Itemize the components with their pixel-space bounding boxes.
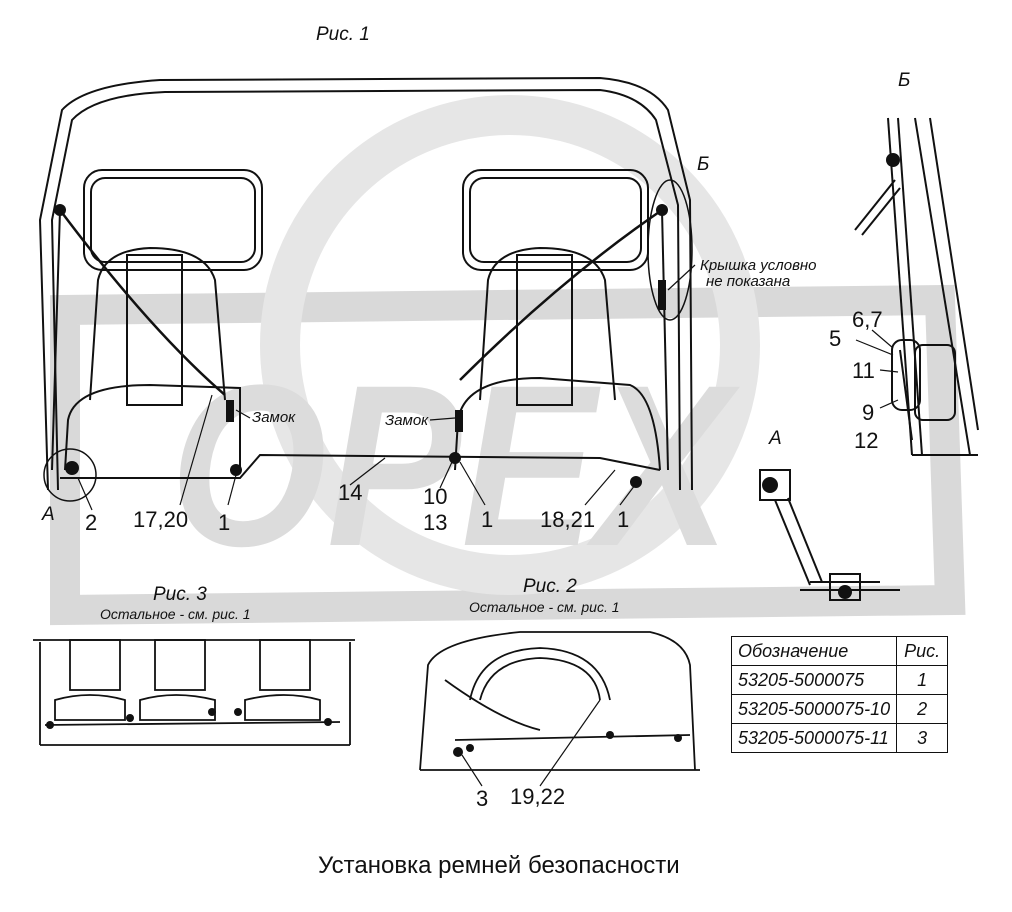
callout-1a: 1 bbox=[218, 510, 231, 535]
view-a-label-detail: А bbox=[769, 428, 782, 449]
callout-17-20: 17,20 bbox=[133, 507, 189, 532]
fig1-cab bbox=[38, 76, 693, 491]
fig1-detail-circles bbox=[43, 179, 693, 502]
view-b-label-fig1: Б bbox=[697, 154, 710, 175]
callout-2: 2 bbox=[85, 510, 98, 535]
detail-b-leaders bbox=[855, 329, 899, 409]
fig1-anchors bbox=[54, 204, 668, 488]
spec-cell-designation: 53205-5000075-11 bbox=[730, 723, 898, 753]
fig2-subtitle: Остальное - см. рис. 1 bbox=[469, 599, 620, 615]
detail-a-anchors bbox=[762, 477, 852, 599]
fig3-cab bbox=[33, 639, 355, 746]
fig3-title: Рис. 3 bbox=[153, 584, 207, 605]
spec-cell-designation: 53205-5000075 bbox=[730, 665, 898, 695]
spec-header-designation: Обозначение bbox=[730, 636, 898, 666]
callout-10: 10 bbox=[423, 484, 448, 509]
table-row: 53205-5000075-11 3 bbox=[730, 723, 949, 753]
fig1-title: Рис. 1 bbox=[316, 24, 370, 45]
callout-3: 3 bbox=[476, 786, 489, 811]
callout-6-7: 6,7 bbox=[852, 307, 883, 332]
callout-13: 13 bbox=[423, 510, 448, 535]
fig2-leaders bbox=[461, 699, 601, 787]
callout-19-22: 19,22 bbox=[510, 784, 566, 809]
cover-note: Крышка условно не показана bbox=[700, 258, 817, 290]
spec-table-header: Обозначение Рис. bbox=[730, 636, 949, 666]
callout-5: 5 bbox=[829, 326, 842, 351]
callout-14: 14 bbox=[338, 480, 363, 505]
view-b-label-detail: Б bbox=[898, 70, 911, 91]
fig3-subtitle: Остальное - см. рис. 1 bbox=[100, 606, 251, 622]
spec-cell-designation: 53205-5000075-10 bbox=[730, 694, 898, 724]
spec-cell-fig: 2 bbox=[896, 694, 949, 724]
detail-b-anchor bbox=[886, 153, 900, 167]
spec-header-fig: Рис. bbox=[896, 636, 949, 666]
spec-table: Обозначение Рис. 53205-5000075 1 53205-5… bbox=[730, 636, 949, 753]
spec-cell-fig: 3 bbox=[896, 723, 949, 753]
cover-note-line2: не показана bbox=[706, 273, 791, 290]
detail-b bbox=[854, 117, 979, 456]
callout-1c: 1 bbox=[617, 507, 630, 532]
watermark bbox=[50, 95, 966, 626]
fig2-anchors bbox=[453, 731, 682, 757]
callout-9: 9 bbox=[862, 400, 875, 425]
fig2-title: Рис. 2 bbox=[523, 576, 577, 597]
table-row: 53205-5000075 1 bbox=[730, 665, 949, 695]
page-caption: Установка ремней безопасности bbox=[318, 852, 680, 879]
cover-note-line1: Крышка условно bbox=[700, 257, 817, 274]
callout-18-21: 18,21 bbox=[540, 507, 596, 532]
callout-1b: 1 bbox=[481, 507, 494, 532]
spec-cell-fig: 1 bbox=[896, 665, 949, 695]
detail-a bbox=[759, 469, 900, 601]
view-a-label-fig1: А bbox=[42, 504, 55, 525]
table-row: 53205-5000075-10 2 bbox=[730, 694, 949, 724]
lock-label-right: Замок bbox=[385, 412, 429, 429]
fig1-leaders bbox=[77, 264, 696, 511]
callout-12: 12 bbox=[854, 428, 879, 453]
fig2-cab bbox=[419, 631, 700, 771]
fig3-anchors bbox=[46, 708, 332, 729]
lock-label-left: Замок bbox=[252, 409, 296, 426]
callout-11: 11 bbox=[852, 358, 875, 383]
